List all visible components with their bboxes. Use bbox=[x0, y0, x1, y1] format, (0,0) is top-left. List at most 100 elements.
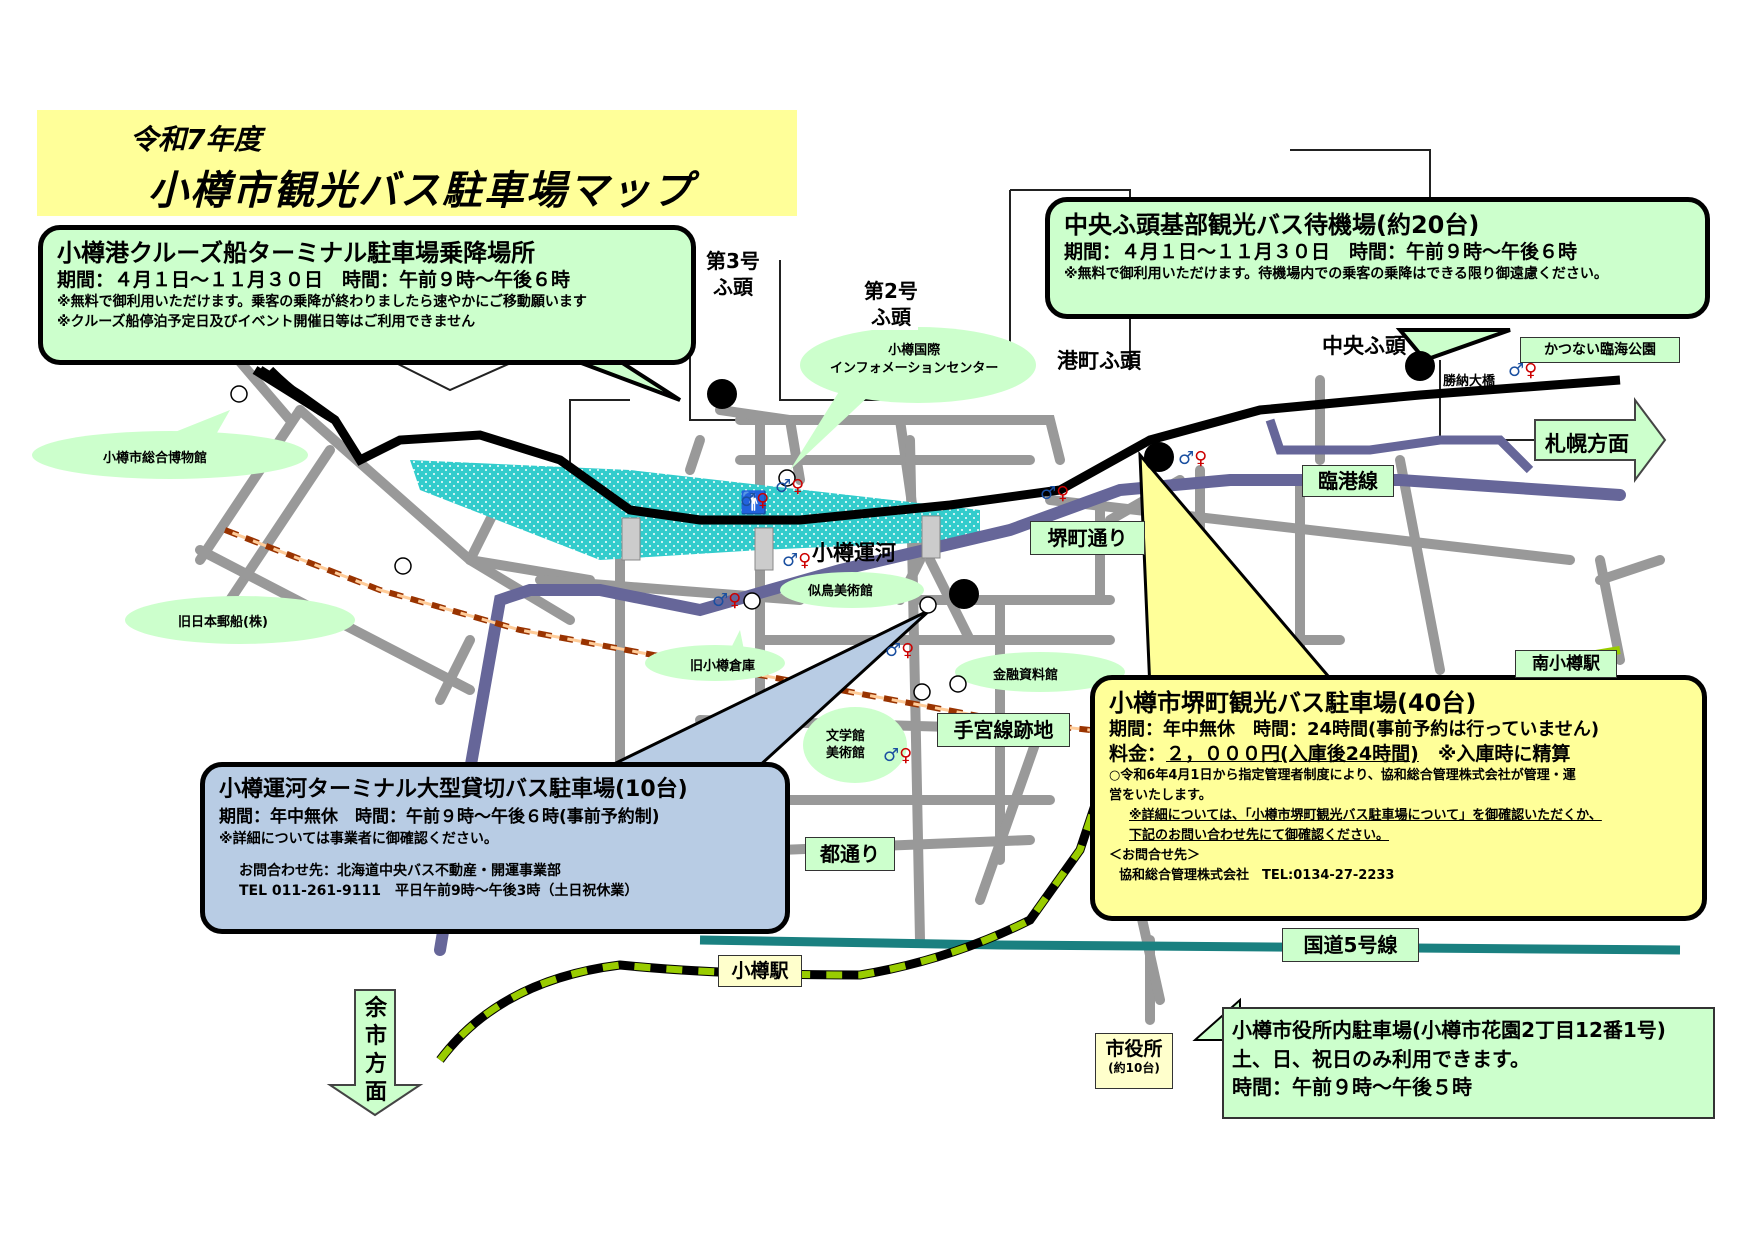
rinko-branch bbox=[1265, 418, 1534, 474]
title-banner bbox=[37, 110, 797, 216]
route5-line bbox=[699, 935, 1681, 955]
canal-note: ※詳細については事業者に御確認ください。 bbox=[219, 831, 498, 847]
nitori-oval bbox=[780, 572, 924, 608]
sakaimachi-dori-label: 堺町通り bbox=[1030, 521, 1145, 555]
yoichi-label: 余 市 方 面 bbox=[362, 995, 390, 1107]
cruise-note-2: ※クルーズ船停泊予定日及びイベント開催日等はご利用できません bbox=[57, 314, 476, 330]
cruise-hours: 期間：４月１日～１１月３０日 時間：午前９時～午後６時 bbox=[57, 269, 571, 291]
cruise-terminal-box: 小樽港クルーズ船ターミナル駐車場乗降場所 期間：４月１日～１１月３０日 時間：午… bbox=[38, 225, 696, 365]
sakaimachi-contact: 協和総合管理株式会社 TEL:0134-27-2233 bbox=[1119, 868, 1395, 883]
minatomachi-label: 港町ふ頭 bbox=[1057, 349, 1141, 373]
soko-label: 旧小樽倉庫 bbox=[690, 659, 756, 674]
sakaimachi-note-1: ○令和6年4月1日から指定管理者制度により、協和総合管理株式会社が管理・運 bbox=[1109, 768, 1576, 783]
pier2-label: 第2号 ふ頭 bbox=[864, 278, 918, 330]
bungaku-label: 文学館 美術館 bbox=[826, 728, 865, 762]
info-center-oval bbox=[800, 327, 1036, 403]
toilet-icon: ♂♀ bbox=[775, 476, 805, 497]
kinyu-label: 金融資料館 bbox=[993, 668, 1059, 683]
city-hall-line-1: 土、日、祝日のみ利用できます。 bbox=[1232, 1047, 1530, 1071]
nitori-label: 似鳥美術館 bbox=[808, 584, 874, 599]
pier2-label-a: 第2号 bbox=[864, 279, 918, 303]
canal-contact: お問合わせ先：北海道中央バス不動産・開運事業部 bbox=[239, 863, 561, 879]
sakaimachi-contact-label: ＜お問合せ先＞ bbox=[1109, 848, 1201, 863]
chuo-heading: 中央ふ頭基部観光バス待機場(約20台) bbox=[1064, 211, 1480, 239]
yoichi-char-1: 余 bbox=[364, 996, 387, 1021]
city-hall-tag-count: (約10台) bbox=[1108, 1061, 1160, 1075]
pier3-label-b: ふ頭 bbox=[712, 275, 753, 299]
toilet-icon: ♂♀ bbox=[782, 550, 812, 571]
toilet-icons: 🚹 bbox=[740, 490, 767, 516]
info-center-label-b: インフォメーションセンター bbox=[830, 361, 999, 376]
nippon-yusen-oval bbox=[125, 596, 355, 644]
sapporo-label: 札幌方面 bbox=[1545, 432, 1629, 456]
bungaku-label-b: 美術館 bbox=[826, 746, 866, 761]
otaru-station-label: 小樽駅 bbox=[718, 955, 802, 987]
canal-tel: TEL 011-261-9111 平日午前9時～午後3時（土日祝休業） bbox=[239, 883, 639, 899]
yoichi-char-3: 方 bbox=[364, 1052, 387, 1077]
sakaimachi-heading: 小樽市堺町観光バス駐車場(40台) bbox=[1109, 689, 1477, 717]
info-center-label-a: 小樽国際 bbox=[888, 343, 941, 358]
miyako-dori-label: 都通り bbox=[805, 837, 895, 871]
toilet-icon: ♂♀ bbox=[740, 490, 770, 511]
title-year: 令和7年度 bbox=[130, 123, 262, 156]
museum-label: 小樽市総合博物館 bbox=[103, 451, 208, 466]
sakaimachi-box: 小樽市堺町観光バス駐車場(40台) 期間：年中無休 時間：24時間(事前予約は行… bbox=[1090, 675, 1707, 921]
parking-dots bbox=[707, 351, 1435, 609]
fee-note: ※入庫時に精算 bbox=[1437, 743, 1571, 765]
soko-oval bbox=[645, 645, 785, 681]
route5-label: 国道5号線 bbox=[1282, 928, 1419, 962]
sakaimachi-note-4: 下記のお問い合わせ先にて御確認ください。 bbox=[1129, 828, 1390, 843]
sakaimachi-hours: 期間：年中無休 時間：24時間(事前予約は行っていません) bbox=[1109, 719, 1600, 740]
city-hall-box: 小樽市役所内駐車場(小樽市花園2丁目12番1号) 土、日、祝日のみ利用できます。… bbox=[1222, 1007, 1715, 1119]
toilet-icon: ♂♀ bbox=[712, 590, 742, 611]
rinko-line bbox=[434, 474, 1626, 956]
sakaimachi-note-2: 営をいたします。 bbox=[1109, 788, 1212, 803]
chuo-futo-label: 中央ふ頭 bbox=[1322, 334, 1406, 358]
pier3-label: 第3号 ふ頭 bbox=[706, 248, 760, 300]
yoichi-arrow bbox=[326, 989, 424, 1117]
toilet-icon: ♂♀ bbox=[1508, 360, 1538, 381]
pier3-label-a: 第3号 bbox=[706, 249, 760, 273]
svg-text:🚹: 🚹 bbox=[740, 490, 767, 516]
museum-oval bbox=[32, 431, 308, 479]
chuo-note: ※無料で御利用いただけます。待機場内での乗客の乗降はできる限り御遠慮ください。 bbox=[1064, 266, 1608, 282]
toilet-icon: ♂♀ bbox=[883, 745, 913, 766]
cruise-heading: 小樽港クルーズ船ターミナル駐車場乗降場所 bbox=[57, 239, 536, 267]
info-center-label: 小樽国際 インフォメーションセンター bbox=[830, 342, 998, 378]
canal-label: 小樽運河 bbox=[812, 541, 896, 565]
pier2-label-b: ふ頭 bbox=[870, 305, 911, 329]
city-hall-line-2: 時間：午前９時～午後５時 bbox=[1232, 1075, 1472, 1099]
temiya-label: 手宮線跡地 bbox=[937, 713, 1070, 747]
city-hall-tag: 市役所 (約10台) bbox=[1095, 1033, 1173, 1089]
rinko-line-label: 臨港線 bbox=[1302, 465, 1394, 497]
minami-otaru-label: 南小樽駅 bbox=[1515, 650, 1617, 678]
yoichi-char-2: 市 bbox=[364, 1024, 387, 1049]
canal-heading: 小樽運河ターミナル大型貸切バス駐車場(10台) bbox=[219, 777, 688, 802]
bungaku-label-a: 文学館 bbox=[826, 729, 866, 744]
katsunai-bridge-label: 勝納大橋 bbox=[1443, 374, 1496, 389]
city-hall-heading: 小樽市役所内駐車場(小樽市花園2丁目12番1号) bbox=[1232, 1018, 1666, 1042]
sapporo-arrow bbox=[1534, 397, 1667, 483]
toilet-icon: ♂♀ bbox=[1178, 448, 1208, 469]
bungaku-oval bbox=[803, 707, 907, 783]
fee-value: ２，０００円(入庫後24時間) bbox=[1166, 743, 1419, 765]
yoichi-char-4: 面 bbox=[364, 1080, 387, 1105]
landmark-circles bbox=[230, 385, 967, 701]
canal-bridges bbox=[621, 515, 941, 571]
canal bbox=[410, 460, 980, 560]
katsunai-park-label: かつない臨海公園 bbox=[1520, 337, 1680, 363]
city-hall-tag-name: 市役所 bbox=[1105, 1038, 1163, 1060]
main-road bbox=[252, 366, 1621, 525]
kinyu-oval bbox=[955, 652, 1125, 692]
sakaimachi-note-3: ※詳細については、「小樽市堺町観光バス駐車場について」を御確認いただくか、 bbox=[1129, 808, 1602, 823]
nippon-yusen-label: 旧日本郵船(株) bbox=[178, 615, 268, 630]
chuo-hours: 期間：４月１日～１１月３０日 時間：午前９時～午後６時 bbox=[1064, 241, 1578, 263]
fee-label: 料金： bbox=[1109, 743, 1167, 765]
canal-terminal-box: 小樽運河ターミナル大型貸切バス駐車場(10台) 期間：年中無休 時間：午前９時～… bbox=[200, 762, 790, 934]
page-title: 小樽市観光バス駐車場マップ bbox=[148, 168, 694, 214]
chuo-pointer bbox=[1395, 328, 1511, 363]
toilet-icon: ♂♀ bbox=[885, 640, 915, 661]
toilet-icon: ♂♀ bbox=[1040, 483, 1070, 504]
sakaimachi-fee: 料金：２，０００円(入庫後24時間) ※入庫時に精算 bbox=[1109, 742, 1688, 766]
